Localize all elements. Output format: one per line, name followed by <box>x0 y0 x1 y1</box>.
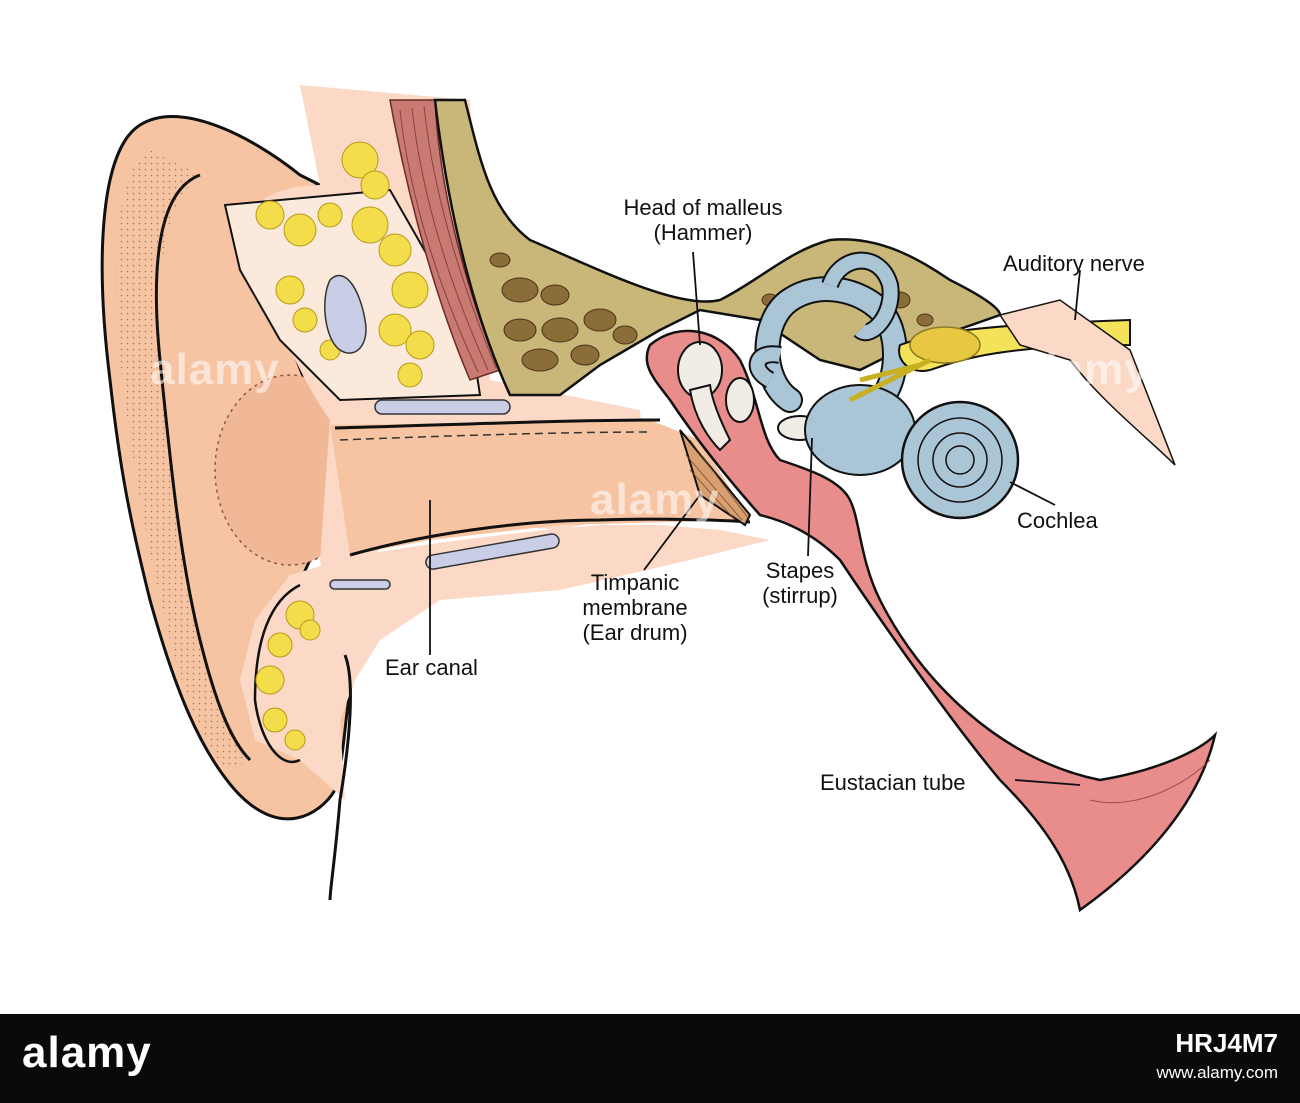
lower-tissue <box>240 525 770 800</box>
label-ear-canal: Ear canal <box>385 655 478 680</box>
label-timpanic-line3: (Ear drum) <box>555 620 715 645</box>
footer-bar: alamy HRJ4M7 www.alamy.com <box>0 1014 1300 1103</box>
label-timpanic-line2: membrane <box>555 595 715 620</box>
label-stapes: Stapes (stirrup) <box>740 558 860 608</box>
label-head-of-malleus: Head of malleus (Hammer) <box>588 195 818 245</box>
label-timpanic-membrane: Timpanic membrane (Ear drum) <box>555 570 715 645</box>
label-stapes-line1: Stapes <box>740 558 860 583</box>
label-stapes-line2: (stirrup) <box>740 583 860 608</box>
stock-info: HRJ4M7 www.alamy.com <box>1156 1028 1278 1083</box>
site-link[interactable]: www.alamy.com <box>1156 1063 1278 1083</box>
label-malleus-line1: Head of malleus <box>588 195 818 220</box>
label-eustacian-tube: Eustacian tube <box>820 770 966 795</box>
brand-logo[interactable]: alamy <box>22 1028 152 1078</box>
cochlea-spiral <box>902 402 1018 518</box>
label-cochlea: Cochlea <box>1017 508 1098 533</box>
label-timpanic-line1: Timpanic <box>555 570 715 595</box>
label-auditory-nerve: Auditory nerve <box>1003 251 1145 276</box>
ear-illustration <box>0 0 1300 1014</box>
image-id: HRJ4M7 <box>1156 1028 1278 1059</box>
right-tissue <box>1000 300 1175 465</box>
vessel-lower-2 <box>330 580 390 589</box>
label-malleus-line2: (Hammer) <box>588 220 818 245</box>
vessel-lower-1 <box>375 400 510 414</box>
